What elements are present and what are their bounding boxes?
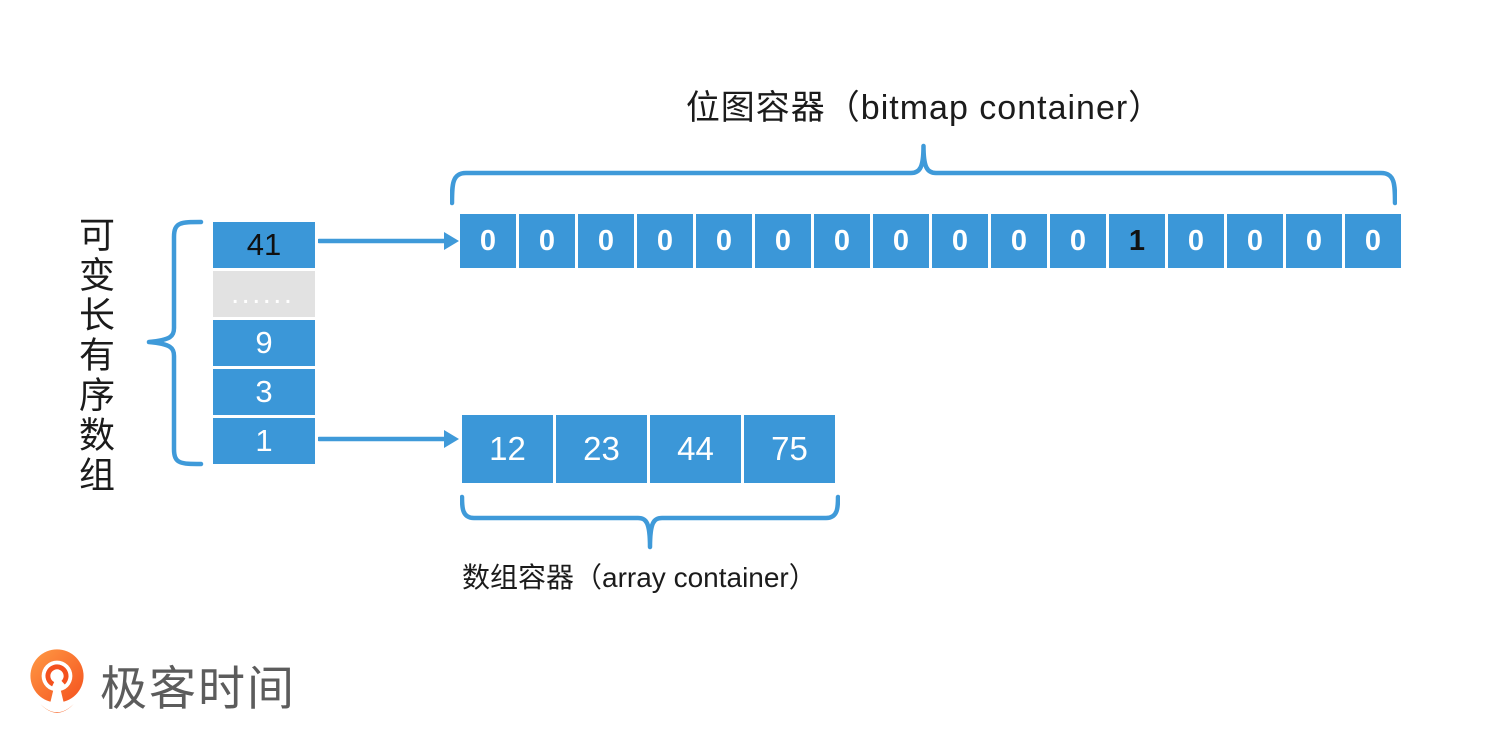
arrow-to-array-icon (318, 430, 459, 448)
bitmap-cell: 0 (873, 214, 929, 268)
brand-footer: 极客时间 (22, 648, 296, 720)
key-cell: 41 (213, 222, 315, 268)
bitmap-cell: 0 (1168, 214, 1224, 268)
brand-name: 极客时间 (100, 661, 296, 715)
array-cell: 75 (744, 415, 835, 483)
bitmap-cell: 0 (1050, 214, 1106, 268)
bitmap-cell: 0 (578, 214, 634, 268)
bitmap-cell: 0 (814, 214, 870, 268)
bitmap-cell: 0 (637, 214, 693, 268)
sorted-array-brace-icon (146, 219, 204, 467)
ellipsis-cell: ...... (213, 271, 315, 317)
bitmap-cell: 1 (1109, 214, 1165, 268)
key-cell: 3 (213, 369, 315, 415)
bitmap-cell: 0 (460, 214, 516, 268)
arrow-to-bitmap-icon (318, 232, 459, 250)
bitmap-cell: 0 (1286, 214, 1342, 268)
array-cell: 12 (462, 415, 553, 483)
bitmap-cell: 0 (755, 214, 811, 268)
bitmap-cell: 0 (1345, 214, 1401, 268)
bitmap-cell: 0 (1227, 214, 1283, 268)
bitmap-container-title: 位图容器（bitmap container） (685, 89, 1164, 127)
key-cell: 1 (213, 418, 315, 464)
array-cell: 23 (556, 415, 647, 483)
geektime-logo-icon (30, 649, 84, 714)
bitmap-cell: 0 (696, 214, 752, 268)
bitmap-cell: 0 (991, 214, 1047, 268)
array-row: 12 23 44 75 (462, 415, 835, 483)
bitmap-row: 0 0 0 0 0 0 0 0 0 0 0 1 0 0 0 0 (460, 214, 1401, 268)
array-container-label: 数组容器（array container） (462, 562, 817, 593)
array-cell: 44 (650, 415, 741, 483)
bitmap-brace-icon (450, 143, 1397, 206)
key-stack: 41 ...... 9 3 1 (213, 222, 315, 464)
array-brace-icon (460, 494, 840, 550)
bitmap-cell: 0 (932, 214, 988, 268)
key-cell: 9 (213, 320, 315, 366)
sorted-array-label: 可变长有序数组 (74, 216, 115, 496)
bitmap-cell: 0 (519, 214, 575, 268)
